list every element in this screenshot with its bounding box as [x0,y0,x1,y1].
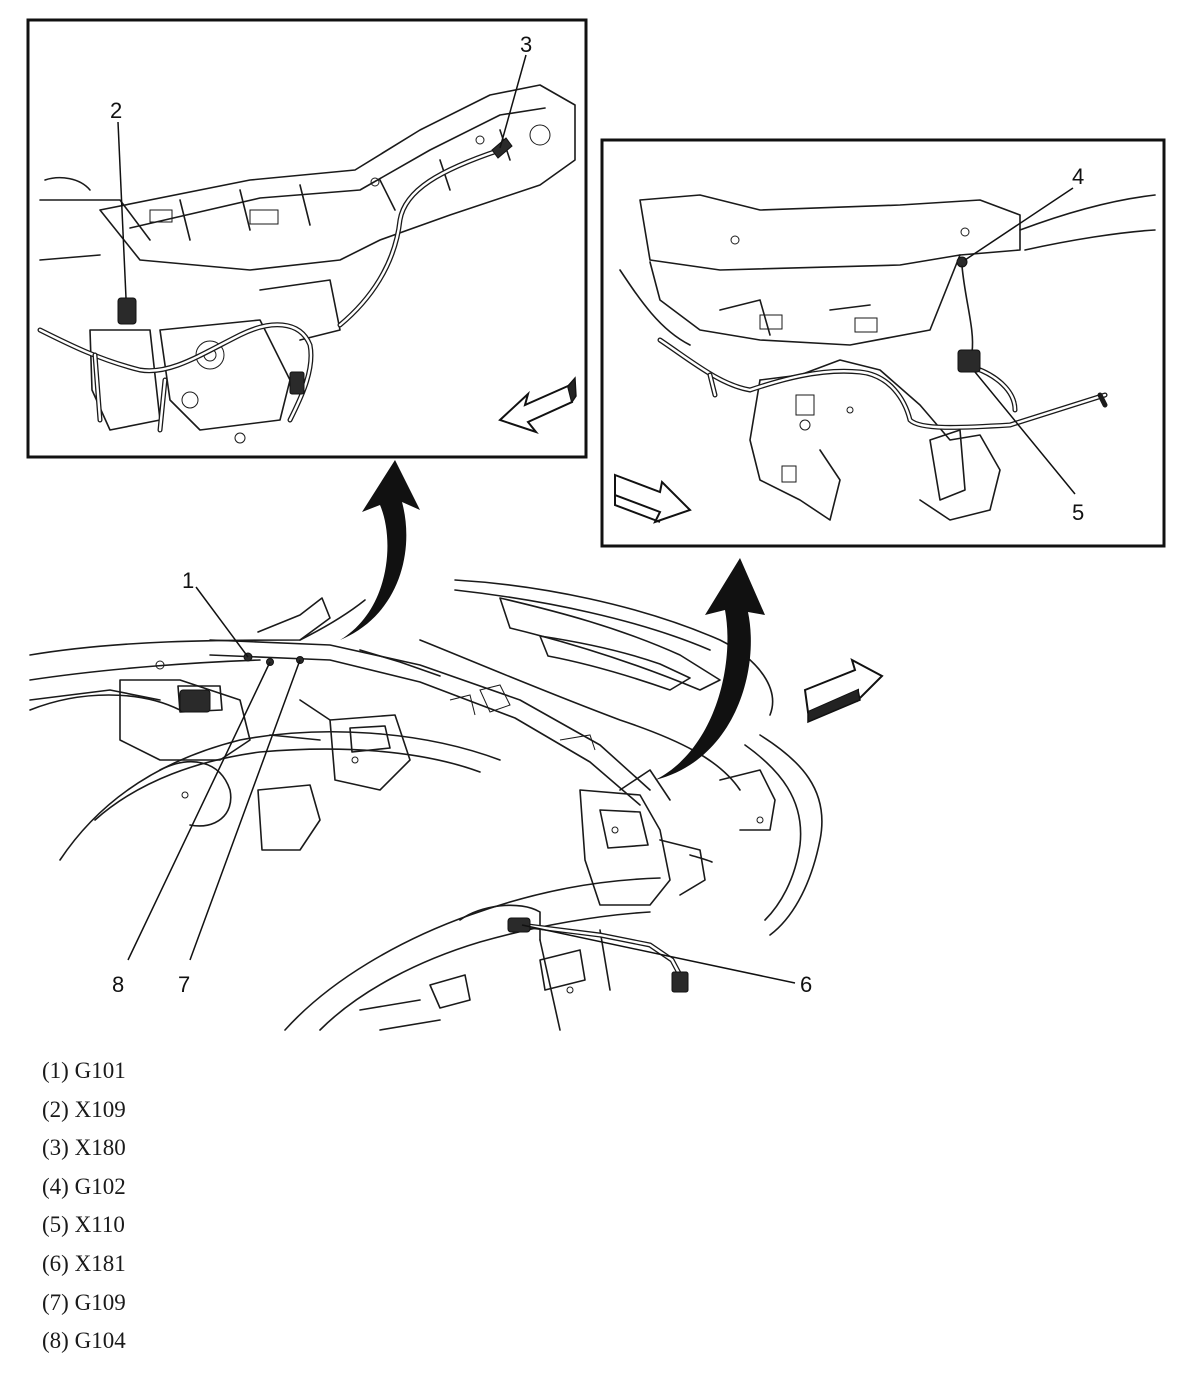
component-locator-diagram: 1 8 7 6 [26,18,1166,1031]
fuse-block [179,689,211,713]
curved-arrow-up-right [655,558,765,780]
direction-arrow-inset-left [498,384,574,435]
ground-g109-area [507,917,531,933]
connector-x109 [117,297,137,325]
legend-item: (4) G102 [42,1173,126,1199]
legend-item: (6) X181 [42,1250,126,1276]
callout-2: 2 [110,98,122,123]
legend-item: (3) X180 [42,1135,126,1161]
callout-3: 3 [520,32,532,57]
connector-x110 [957,349,981,373]
legend-item: (2) X109 [42,1096,126,1122]
legend-item: (5) X110 [42,1212,125,1238]
callout-7: 7 [178,972,190,997]
direction-arrow-front [803,657,884,724]
direction-arrow-inset-right [614,473,692,524]
callout-6: 6 [800,972,812,997]
vehicle-front-structure [29,579,823,1031]
callout-8: 8 [112,972,124,997]
inset-right-detail [600,138,1166,548]
callout-5: 5 [1072,500,1084,525]
curved-arrow-up-left [340,460,420,640]
legend-item: (7) G109 [42,1289,126,1315]
callout-1: 1 [182,568,194,593]
inset-left-detail [26,18,588,459]
connector-x181 [671,971,689,993]
callout-4: 4 [1072,164,1084,189]
legend-item: (8) G104 [42,1328,126,1354]
legend-item: (1) G101 [42,1058,126,1083]
component-legend: (1) G101 (2) X109 (3) X180 (4) G102 (5) … [42,1052,126,1361]
